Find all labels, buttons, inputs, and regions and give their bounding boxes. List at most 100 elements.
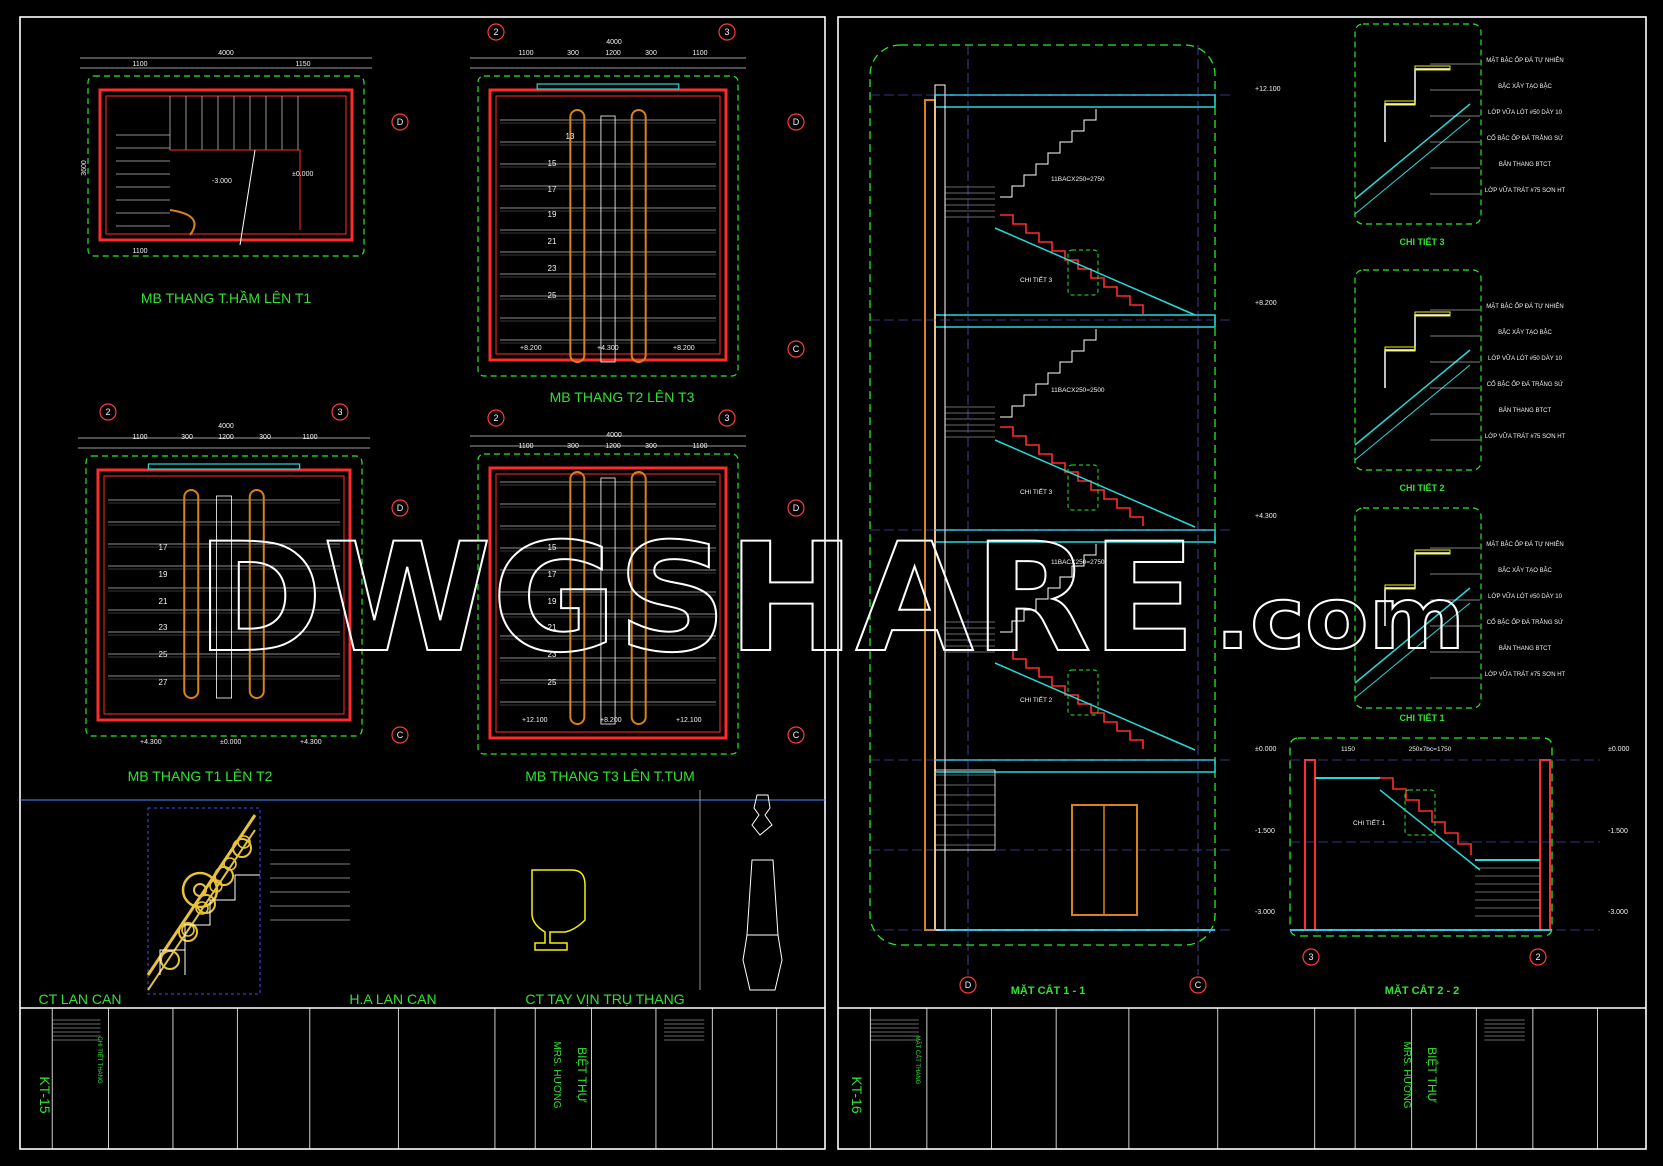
railing-rosette <box>181 871 219 909</box>
section-1-detail-refs: CHI TIẾT 3 CHI TIẾT 3 CHI TIẾT 2 <box>1020 274 1053 704</box>
railing-detail-title: CT LAN CAN <box>39 991 122 1007</box>
step-number: 15 <box>548 159 557 168</box>
plan-wall <box>488 466 728 740</box>
axis-letter: 3 <box>337 407 342 417</box>
step-number: 19 <box>548 210 557 219</box>
axis-letter: 3 <box>724 413 729 423</box>
section-2-dim: 250x7bc=1750 <box>1409 746 1452 753</box>
plan-title-t1: MB THANG T1 LÊN T2 <box>128 768 273 784</box>
window-glass <box>147 463 301 470</box>
project-name: BIỆT THỰ <box>575 1047 590 1103</box>
stair-flight-upper <box>1000 544 1097 633</box>
detail-tread-finish <box>1384 584 1416 590</box>
detail-ref: CHI TIẾT 1 <box>1353 817 1386 827</box>
handrail <box>630 471 647 725</box>
plan-dim: 3600 <box>81 160 88 176</box>
title-block-text-left: KT-15 BIỆT THỰ MRS. HƯƠNG CHI TIẾT THANG <box>37 1036 590 1114</box>
detail-slab-under <box>1354 118 1471 215</box>
plan-boundary <box>85 455 363 737</box>
stair-slab <box>1379 789 1481 871</box>
step-number: 17 <box>159 543 168 552</box>
newel-base <box>742 934 783 991</box>
detail-ref: CHI TIẾT 2 <box>1020 694 1053 704</box>
axis-letter: D <box>793 503 800 513</box>
section-1-title: MẶT CẮT 1 - 1 <box>1011 984 1086 997</box>
railing-scroll <box>232 838 252 858</box>
detail-layer-label: BẬC XÂY TẠO BẬC <box>1498 329 1552 336</box>
owner-name: MRS. HƯƠNG <box>551 1041 562 1108</box>
detail-layer-label: CỔ BẬC ỐP ĐÁ TRẮNG SỨ <box>1487 134 1564 142</box>
detail-slab-under <box>1354 602 1471 699</box>
step-details <box>1354 23 1482 709</box>
detail-layer-label: MẶT BẬC ỐP ĐÁ TỰ NHIÊN <box>1486 302 1563 310</box>
step-number: 13 <box>566 132 575 141</box>
plan-boundary <box>477 75 739 377</box>
plan-dim: 4000 <box>606 39 622 46</box>
section-1-levels: +12.100 +8.200 +4.300 ±0.000 -1.500 -3.0… <box>1255 86 1281 916</box>
detail-slab <box>1354 103 1471 200</box>
step-number: 27 <box>159 678 168 687</box>
stair-slab <box>994 439 1196 528</box>
axis-letter: C <box>793 344 800 354</box>
axis-letter: D <box>793 117 800 127</box>
plan-title-t3: MB THANG T3 LÊN T.TUM <box>525 768 695 784</box>
newel-cap <box>751 794 773 836</box>
detail-ref: CHI TIẾT 3 <box>1020 486 1053 496</box>
plan-dim: 300 <box>567 443 579 450</box>
level-label: +4.300 <box>1255 513 1277 520</box>
axis-letter: 2 <box>1535 952 1540 962</box>
handrail-profile <box>531 869 586 951</box>
detail-layer-label: MẶT BẬC ỐP ĐÁ TỰ NHIÊN <box>1486 540 1563 548</box>
axis-letter: 2 <box>493 27 498 37</box>
axis-letter: C <box>793 730 800 740</box>
detail-layer-label: LỚP VỮA TRÁT #75 SƠN HT <box>1485 671 1566 678</box>
run-label: 11BACX250=2500 <box>1051 387 1105 394</box>
plan-wall <box>96 468 352 722</box>
detail-boundary <box>1354 269 1482 471</box>
detail-layer-label: LỚP VỮA LÓT #50 DÀY 10 <box>1488 109 1563 116</box>
level-label: +8.200 <box>1255 300 1277 307</box>
stair-flight-upper <box>1000 109 1097 198</box>
plan-title-basement: MB THANG T.HẦM LÊN T1 <box>141 290 312 306</box>
step-number: 21 <box>159 597 168 606</box>
section-1-run-labels: 11BACX250=2750 11BACX250=2500 11BACX250=… <box>1051 176 1105 566</box>
axis-letter: 2 <box>105 407 110 417</box>
detail-layer-labels: MẶT BẬC ỐP ĐÁ TỰ NHIÊN BẬC XÂY TẠO BẬC LỚP… <box>1485 56 1566 678</box>
plan-dim: 4000 <box>218 423 234 430</box>
stair-slab <box>994 662 1196 751</box>
watermark-suffix: .com <box>1215 569 1465 669</box>
detail-tread-finish <box>1384 100 1416 106</box>
railing-details <box>146 790 783 995</box>
detail-tread-finish <box>1414 311 1451 317</box>
axis-letters-right: D C 3 2 <box>965 952 1541 990</box>
level-label: ±0.000 <box>1255 746 1276 753</box>
stair-slab <box>994 227 1196 316</box>
axis-letter: 3 <box>724 27 729 37</box>
detail-layer-label: LỚP VỮA TRÁT #75 SƠN HT <box>1485 433 1566 440</box>
step-number: 25 <box>548 678 557 687</box>
plan-boundary <box>87 75 365 257</box>
axis-letter: D <box>965 980 972 990</box>
plan-dim: 300 <box>567 50 579 57</box>
handrail <box>183 489 200 699</box>
step-number: 19 <box>548 597 557 606</box>
sheet-number: KT-15 <box>37 1076 53 1114</box>
plan-wall <box>98 88 354 242</box>
title-block-text-right: KT-16 BIỆT THỰ MRS. HƯƠNG MẶT CẮT THANG <box>849 1036 1440 1114</box>
plan-dim: 1150 <box>295 61 310 68</box>
level-label: +12.100 <box>1255 86 1281 93</box>
detail-layer-label: CỔ BẬC ỐP ĐÁ TRẮNG SỨ <box>1487 380 1564 388</box>
plan-dim: 300 <box>181 434 193 441</box>
section-2-title: MẶT CẮT 2 - 2 <box>1385 984 1460 997</box>
left-sheet-frame <box>19 16 826 1150</box>
section-2-levels: ±0.000 -1.500 -3.000 <box>1608 746 1629 916</box>
plan-dim: 1200 <box>218 434 234 441</box>
sheet-number: KT-16 <box>849 1076 865 1114</box>
plan-dim: 300 <box>645 443 657 450</box>
railing-rosette-core <box>193 883 207 897</box>
detail-tread-finish <box>1414 65 1451 71</box>
detail-slab <box>1354 587 1471 684</box>
sheet-content: MẶT CẮT THANG <box>914 1036 922 1085</box>
axis-letter: 2 <box>493 413 498 423</box>
